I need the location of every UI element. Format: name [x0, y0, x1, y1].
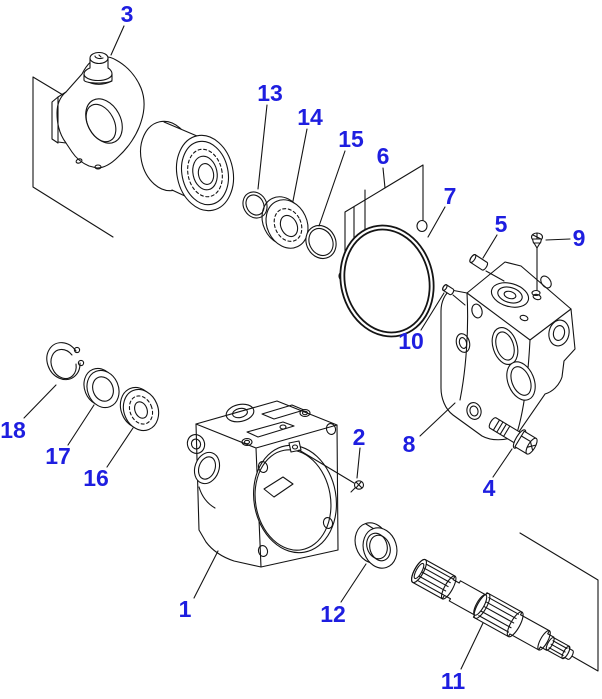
callout-label-4: 4: [483, 475, 496, 501]
callout-leader-1: [193, 550, 219, 599]
callout-label-7: 7: [444, 183, 457, 209]
callout-leader-13: [257, 104, 268, 190]
part-drawing-16-bearing: [119, 386, 160, 432]
part-drawing-9-screw: [530, 232, 544, 297]
callout-leader-8: [419, 402, 456, 437]
callout-label-14: 14: [297, 104, 323, 130]
part-drawing-5-pin: [469, 254, 505, 282]
part-drawing-7-oring: [339, 224, 435, 338]
part-drawing-8-cover: [440, 261, 576, 441]
part-drawing-12-bushing: [354, 522, 398, 569]
callout-leader-4: [492, 448, 513, 478]
callout-leader-10: [420, 292, 445, 331]
callout-leader-14: [292, 128, 308, 202]
callout-leader-11: [460, 622, 484, 670]
callout-label-18: 18: [0, 417, 26, 443]
part-drawing-roller-bearing: [139, 120, 235, 212]
part-drawing-1-case: [186, 400, 339, 568]
callout-label-10: 10: [398, 328, 424, 354]
part-drawing-2-screw: [298, 449, 365, 493]
part-drawing-15-ring: [305, 224, 337, 260]
callout-label-1: 1: [179, 596, 192, 622]
callout-label-6: 6: [377, 143, 390, 169]
callout-leader-15: [318, 150, 346, 227]
callout-layer: 3 13 14 15 6 7 5 9 10 8 2 4 18 17 16 1 12 11: [0, 1, 585, 694]
part-drawing-11-shaft: [411, 558, 574, 660]
part-drawing-3-cradle: [51, 51, 145, 170]
callout-leader-7: [427, 206, 446, 238]
part-drawing-10-plug: [442, 284, 466, 306]
callout-leader-12: [340, 563, 367, 603]
callout-label-8: 8: [403, 431, 416, 457]
callout-label-3: 3: [121, 1, 134, 27]
part-drawing-18-snap-ring: [46, 342, 85, 381]
callout-leader-9: [545, 238, 571, 241]
callout-label-5: 5: [495, 211, 508, 237]
part-drawing-4-bolt: [488, 417, 538, 455]
callout-leader-5: [482, 234, 498, 259]
callout-leader-3: [110, 25, 125, 56]
part-drawing-17-washer: [83, 367, 120, 409]
callout-leader-2: [356, 447, 361, 479]
callout-label-12: 12: [320, 601, 346, 627]
callout-label-11: 11: [441, 668, 466, 694]
callout-label-9: 9: [573, 225, 586, 251]
callout-label-16: 16: [83, 465, 109, 491]
callout-leader-6: [382, 167, 386, 189]
callout-label-15: 15: [338, 126, 364, 152]
callout-label-13: 13: [257, 80, 283, 106]
callout-leader-17: [67, 404, 95, 446]
callout-leader-16: [106, 427, 134, 468]
part-drawing-14-bearing: [261, 196, 309, 249]
callout-label-17: 17: [45, 443, 71, 469]
callout-leader-18: [23, 384, 57, 419]
callout-label-2: 2: [353, 424, 366, 450]
